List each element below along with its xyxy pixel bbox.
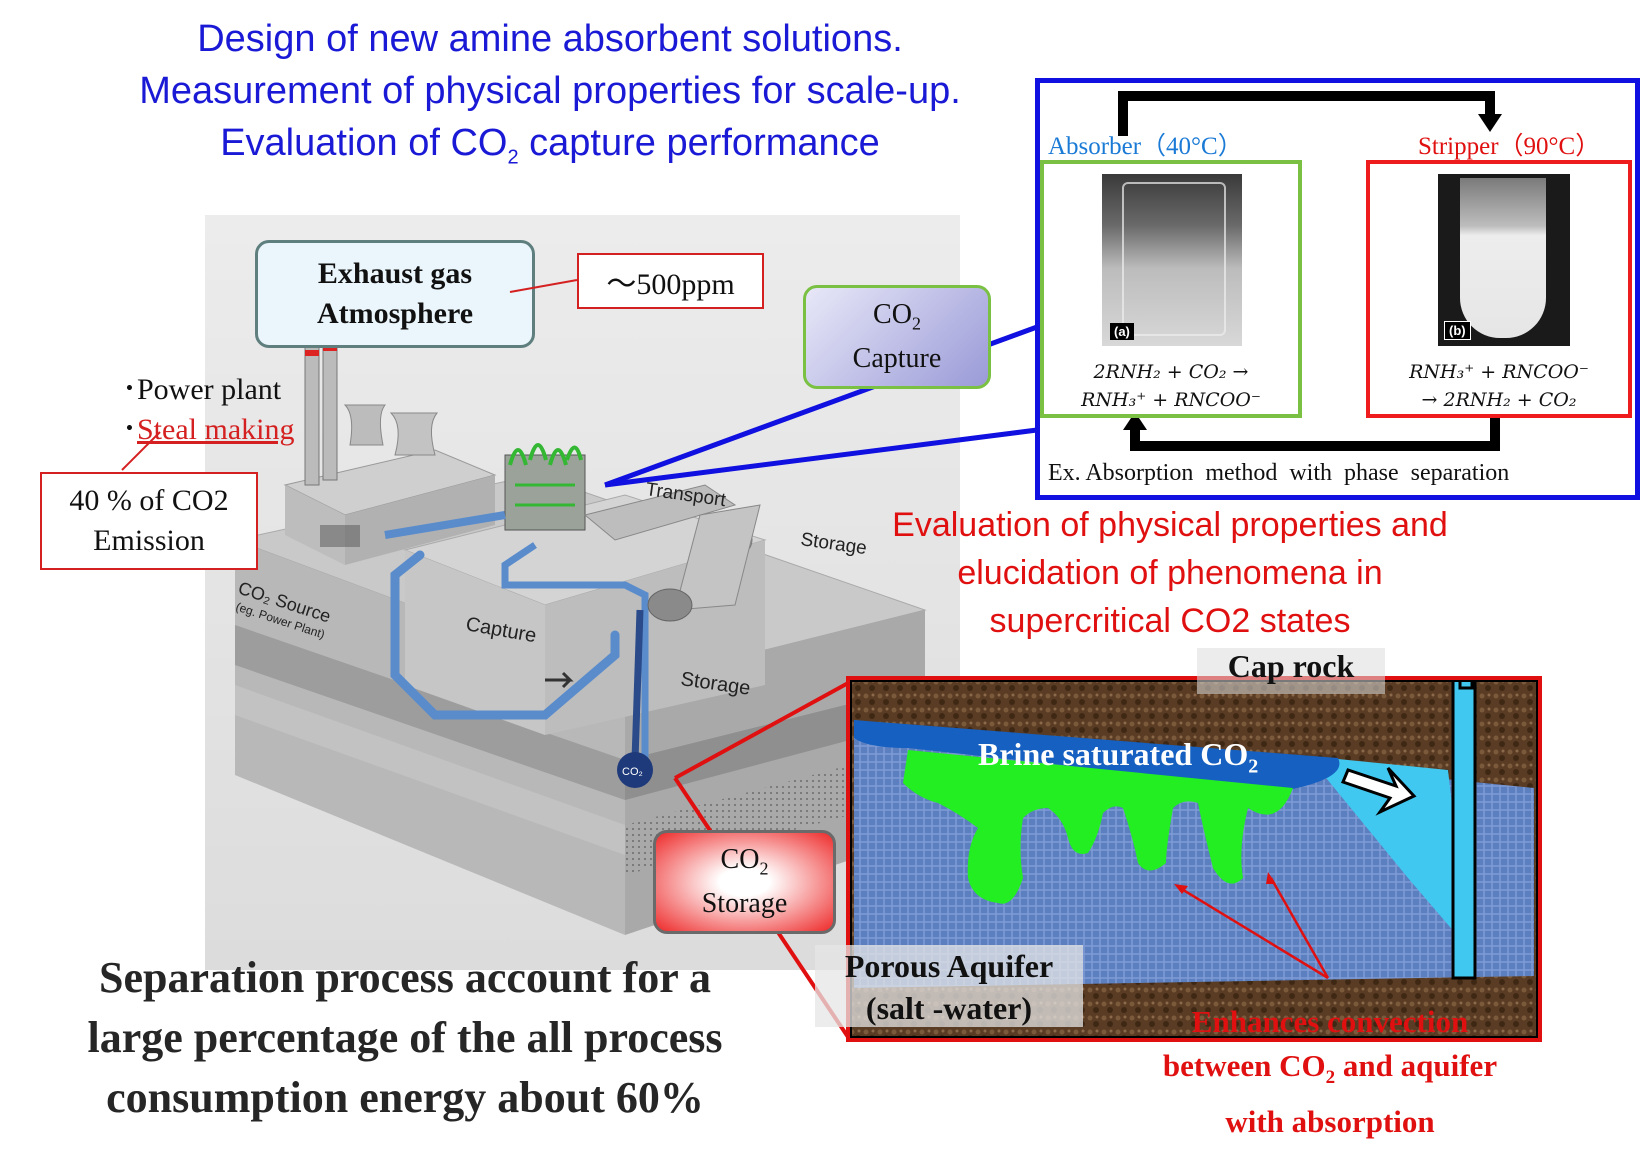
co2-storage-label: Storage bbox=[701, 888, 788, 920]
source-power-plant: ･Power plant bbox=[122, 373, 282, 406]
header-line-3-post: capture performance bbox=[518, 122, 880, 164]
aquifer-frame bbox=[846, 676, 1542, 1042]
stripper-box: (b) RNH₃⁺ + RNCOO⁻ → 2RNH₂ + CO₂ bbox=[1366, 160, 1632, 418]
emission-line-1: 40 % of CO2 bbox=[69, 484, 229, 517]
exhaust-gas-line-2: Atmosphere bbox=[316, 297, 474, 330]
process-cycle-arrows bbox=[1118, 91, 1502, 451]
cap-rock-label: Cap rock bbox=[1197, 648, 1385, 694]
convection-line-3: with absorption bbox=[1225, 1104, 1435, 1140]
process-caption: Ex. Absorption method with phase separat… bbox=[1048, 460, 1510, 486]
header-line-1: Design of new amine absorbent solutions. bbox=[197, 18, 903, 60]
brine-label: Brine saturated CO2 bbox=[978, 736, 1259, 778]
co2-storage-title: CO2 bbox=[720, 843, 769, 879]
ppm-box: ～500ppm bbox=[577, 253, 764, 309]
supercritical-line-2: elucidation of phenomena in bbox=[957, 554, 1383, 592]
convection-line-2: between CO2 and aquifer bbox=[1162, 1048, 1498, 1089]
absorber-equation-2: RNH₃⁺ + RNCOO⁻ bbox=[1081, 389, 1261, 411]
header-line-3: Evaluation of CO2 capture performance bbox=[100, 122, 1000, 170]
bottom-line-1: Separation process account for a bbox=[99, 953, 711, 1002]
co2-storage-box: CO2 Storage bbox=[653, 830, 836, 934]
illus-co2-bulb-label: CO₂ bbox=[622, 766, 643, 778]
convection-text: Enhances convection between CO2 and aqui… bbox=[1110, 1000, 1550, 1144]
convection-line-1: Enhances convection bbox=[1191, 1004, 1469, 1039]
source-steel-bullet: ･ bbox=[122, 413, 137, 446]
absorber-photo: (a) bbox=[1102, 174, 1242, 346]
exhaust-gas-line-1: Exhaust gas bbox=[317, 257, 473, 290]
co2-capture-title: CO2 bbox=[873, 298, 921, 334]
porous-aquifer-line-2: (salt -water) bbox=[865, 990, 1033, 1026]
exhaust-gas-box: Exhaust gas Atmosphere bbox=[255, 240, 535, 348]
absorber-equation-1: 2RNH₂ + CO₂ → bbox=[1093, 361, 1249, 383]
bottom-line-2: large percentage of the all process bbox=[87, 1013, 723, 1062]
source-steel-text: Steal making bbox=[137, 413, 295, 446]
header-line-2: Measurement of physical properties for s… bbox=[139, 70, 961, 112]
stripper-photo-label: (b) bbox=[1444, 321, 1471, 340]
supercritical-line-3: supercritical CO2 states bbox=[989, 602, 1351, 640]
supercritical-line-1: Evaluation of physical properties and bbox=[892, 506, 1448, 544]
aquifer-diagram bbox=[848, 678, 1540, 1040]
co2-capture-label: Capture bbox=[852, 343, 942, 375]
co2-capture-box: CO2 Capture bbox=[803, 285, 991, 389]
absorber-label: Absorber（40°C） bbox=[1048, 133, 1243, 160]
emission-box: 40 % of CO2 Emission bbox=[40, 472, 258, 570]
porous-aquifer-line-1: Porous Aquifer bbox=[844, 948, 1054, 984]
stripper-label: Stripper（90°C） bbox=[1418, 133, 1601, 160]
absorber-photo-label: (a) bbox=[1110, 323, 1134, 340]
source-steel-making: ･Steal making bbox=[122, 404, 294, 448]
stripper-equation-2: → 2RNH₂ + CO₂ bbox=[1421, 389, 1577, 411]
header-line-3-sub: 2 bbox=[507, 146, 519, 169]
emission-line-2: Emission bbox=[93, 524, 205, 557]
header-line-3-pre: Evaluation of CO bbox=[220, 122, 508, 164]
porous-aquifer-label: Porous Aquifer (salt -water) bbox=[815, 945, 1083, 1027]
absorber-box: (a) 2RNH₂ + CO₂ → RNH₃⁺ + RNCOO⁻ bbox=[1040, 160, 1302, 418]
bottom-line-3: consumption energy about 60% bbox=[106, 1073, 704, 1122]
stripper-equation-1: RNH₃⁺ + RNCOO⁻ bbox=[1409, 361, 1589, 383]
stripper-photo: (b) bbox=[1438, 174, 1570, 346]
